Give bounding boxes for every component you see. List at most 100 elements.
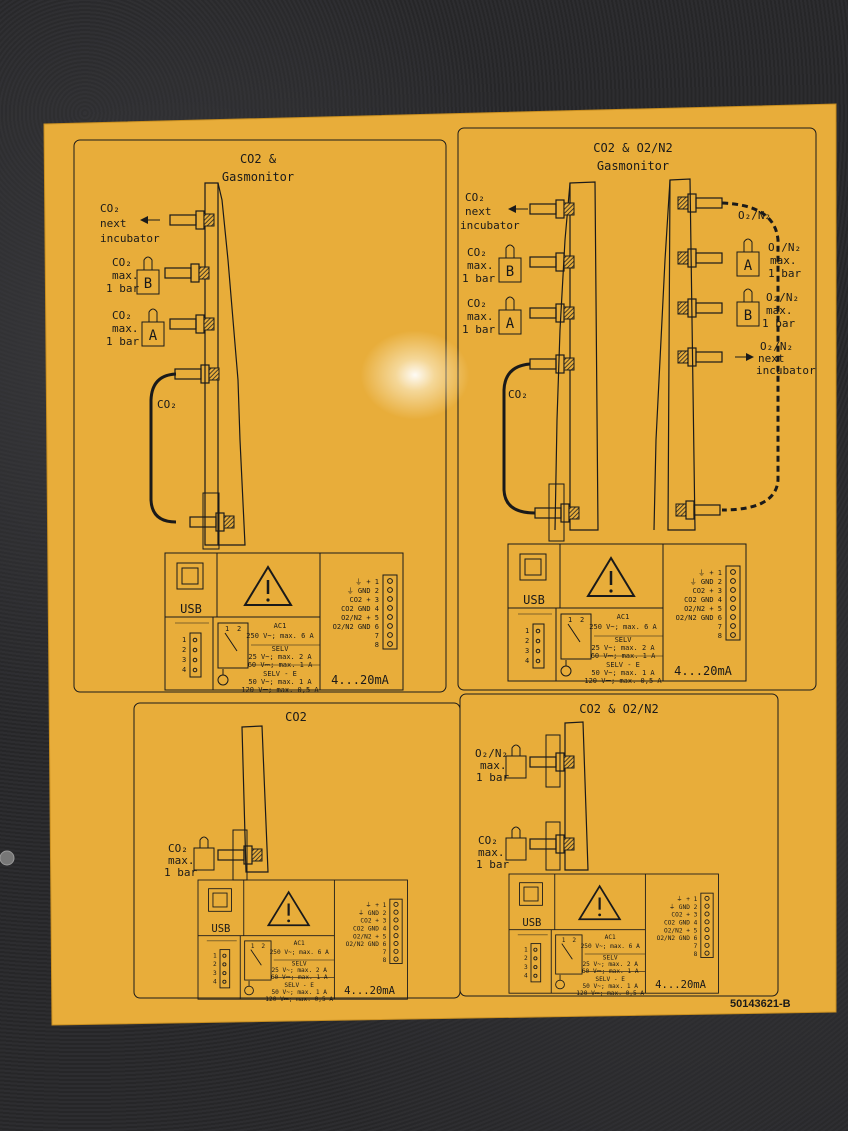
- svg-text:4: 4: [524, 973, 528, 980]
- svg-text:7: 7: [718, 623, 722, 631]
- svg-text:1 bar: 1 bar: [106, 335, 139, 348]
- svg-text:CO2 GND 4: CO2 GND 4: [684, 596, 722, 604]
- svg-text:O₂/N₂: O₂/N₂: [766, 291, 799, 304]
- yellow-label-plate: [43, 103, 837, 1026]
- svg-text:3: 3: [182, 656, 186, 664]
- svg-text:3: 3: [525, 647, 529, 655]
- svg-text:AC1: AC1: [617, 613, 630, 621]
- svg-text:max.: max.: [766, 304, 793, 317]
- svg-text:SELV: SELV: [603, 954, 618, 961]
- svg-text:CO₂: CO₂: [508, 388, 528, 401]
- svg-text:CO2 GND 4: CO2 GND 4: [353, 925, 387, 932]
- svg-text:incubator: incubator: [756, 364, 816, 377]
- svg-text:O2/N2 GND 6: O2/N2 GND 6: [676, 614, 722, 622]
- svg-text:CO2 + 3: CO2 + 3: [360, 918, 386, 925]
- svg-text:1 bar: 1 bar: [164, 866, 197, 879]
- svg-text:SELV - E: SELV - E: [263, 670, 297, 678]
- svg-text:O2/N2 GND 6: O2/N2 GND 6: [346, 941, 387, 948]
- svg-text:⏚ + 1: ⏚ + 1: [676, 896, 697, 903]
- svg-text:CO2 + 3: CO2 + 3: [671, 912, 697, 919]
- svg-text:1: 1: [562, 937, 566, 944]
- svg-text:4: 4: [182, 666, 186, 674]
- svg-text:CO₂: CO₂: [112, 256, 132, 269]
- svg-text:SELV - E: SELV - E: [595, 976, 625, 983]
- svg-text:max.: max.: [168, 854, 195, 867]
- svg-text:1: 1: [213, 952, 217, 959]
- svg-text:incubator: incubator: [460, 219, 520, 232]
- svg-text:max.: max.: [112, 322, 139, 335]
- svg-text:25 V~; max. 2 A: 25 V~; max. 2 A: [248, 653, 312, 661]
- svg-text:1 bar: 1 bar: [106, 282, 139, 295]
- svg-text:max.: max.: [478, 846, 505, 859]
- svg-text:SELV - E: SELV - E: [284, 982, 314, 989]
- svg-text:B: B: [744, 308, 752, 324]
- svg-text:2: 2: [580, 616, 584, 624]
- svg-text:25 V~; max. 2 A: 25 V~; max. 2 A: [591, 644, 655, 652]
- svg-text:250 V~; max. 6 A: 250 V~; max. 6 A: [581, 943, 641, 950]
- svg-text:1: 1: [182, 636, 186, 644]
- svg-text:7: 7: [383, 949, 387, 956]
- svg-text:max.: max.: [467, 310, 494, 323]
- svg-text:60 V⎓; max. 1 A: 60 V⎓; max. 1 A: [248, 661, 313, 669]
- svg-text:120 V⎓; max. 0,5 A: 120 V⎓; max. 0,5 A: [584, 677, 662, 685]
- svg-text:CO₂: CO₂: [467, 297, 487, 310]
- svg-text:O₂/N₂: O₂/N₂: [475, 747, 508, 760]
- svg-text:1 bar: 1 bar: [768, 267, 801, 280]
- svg-text:2: 2: [525, 637, 529, 645]
- svg-text:8: 8: [718, 632, 722, 640]
- svg-text:8: 8: [383, 957, 387, 964]
- panel-subtitle: Gasmonitor: [222, 170, 294, 184]
- co2-loop-label: CO₂: [157, 398, 177, 411]
- svg-text:50 V~; max. 1 A: 50 V~; max. 1 A: [248, 678, 312, 686]
- svg-text:CO₂: CO₂: [467, 246, 487, 259]
- svg-text:max.: max.: [770, 254, 797, 267]
- svg-text:3: 3: [524, 964, 528, 971]
- svg-text:1: 1: [524, 946, 528, 953]
- svg-text:1 bar: 1 bar: [476, 858, 509, 871]
- svg-text:7: 7: [375, 632, 379, 640]
- connector-block: USB AC1 250 V~; max. 6 A SELV 25 V~; max…: [506, 542, 748, 685]
- svg-text:8: 8: [375, 641, 379, 649]
- svg-text:60 V⎓; max. 1 A: 60 V⎓; max. 1 A: [582, 968, 639, 975]
- panel-title: CO2 &: [240, 152, 277, 166]
- svg-text:⏚ GND 2: ⏚ GND 2: [690, 578, 722, 586]
- svg-text:O2/N2 GND 6: O2/N2 GND 6: [657, 935, 698, 942]
- tank-a-label: A: [149, 328, 158, 344]
- svg-text:CO2 + 3: CO2 + 3: [692, 587, 722, 595]
- svg-text:AC1: AC1: [605, 934, 616, 941]
- svg-text:3: 3: [213, 970, 217, 977]
- svg-text:A: A: [506, 316, 515, 332]
- svg-text:O₂/N₂: O₂/N₂: [738, 209, 771, 222]
- svg-text:4...20mA: 4...20mA: [674, 664, 733, 678]
- svg-text:incubator: incubator: [100, 232, 160, 245]
- panel-subtitle: Gasmonitor: [597, 159, 669, 173]
- svg-text:⏚ GND 2: ⏚ GND 2: [669, 904, 698, 911]
- svg-text:4...20mA: 4...20mA: [344, 985, 396, 997]
- svg-text:120 V⎓; max. 0,5 A: 120 V⎓; max. 0,5 A: [241, 686, 319, 694]
- svg-text:CO₂: CO₂: [478, 834, 498, 847]
- svg-text:SELV: SELV: [272, 645, 290, 653]
- svg-text:SELV: SELV: [292, 960, 307, 967]
- svg-text:250 V~; max. 6 A: 250 V~; max. 6 A: [246, 632, 314, 640]
- svg-text:2: 2: [182, 646, 186, 654]
- svg-text:50 V~; max. 1 A: 50 V~; max. 1 A: [271, 989, 327, 996]
- svg-text:60 V⎓; max. 1 A: 60 V⎓; max. 1 A: [271, 974, 328, 981]
- svg-text:SELV - E: SELV - E: [606, 661, 640, 669]
- svg-text:⏚ + 1: ⏚ + 1: [698, 569, 722, 577]
- svg-text:max.: max.: [467, 259, 494, 272]
- svg-text:O2/N2 + 5: O2/N2 + 5: [684, 605, 722, 613]
- svg-text:next: next: [758, 352, 785, 365]
- svg-text:4: 4: [525, 657, 529, 665]
- panel-title: CO2 & O2/N2: [593, 141, 672, 155]
- svg-text:CO₂: CO₂: [465, 191, 485, 204]
- svg-text:CO₂: CO₂: [168, 842, 188, 855]
- svg-text:8: 8: [694, 951, 698, 958]
- svg-text:1 bar: 1 bar: [462, 272, 495, 285]
- svg-text:O2/N2 + 5: O2/N2 + 5: [341, 614, 379, 622]
- svg-text:4...20mA: 4...20mA: [655, 979, 707, 991]
- svg-text:O₂/N₂: O₂/N₂: [768, 241, 801, 254]
- svg-text:O2/N2 GND 6: O2/N2 GND 6: [333, 623, 379, 631]
- current-label: 4...20mA: [331, 673, 390, 687]
- connector-block: USB AC1 250 V~; max. 6 A SELV 25 V~; max…: [507, 872, 720, 997]
- svg-text:max.: max.: [112, 269, 139, 282]
